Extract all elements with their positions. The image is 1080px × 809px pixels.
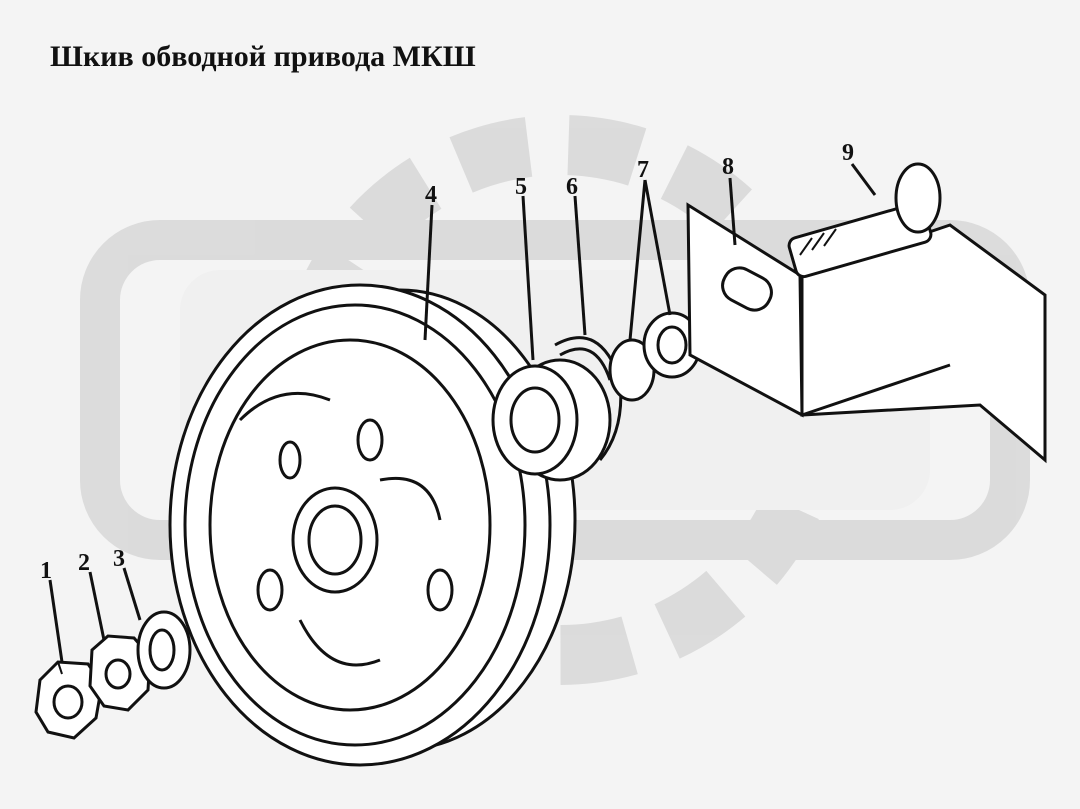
callout-9: 9 [842, 140, 854, 166]
part-2-nut [88, 634, 152, 712]
part-7-bushings [608, 311, 702, 402]
part-5-bearing [491, 358, 612, 482]
part-1-nut [34, 660, 104, 740]
callout-4: 4 [425, 182, 437, 208]
callout-2: 2 [78, 550, 90, 576]
part-4-pulley [168, 283, 577, 767]
callout-1: 1 [40, 558, 52, 584]
page-title: Шкив обводной привода МКШ [50, 40, 476, 73]
part-3-washer [136, 610, 192, 690]
callout-7: 7 [637, 157, 649, 183]
callout-5: 5 [515, 174, 527, 200]
leader-lines [48, 163, 877, 663]
callout-8: 8 [722, 154, 734, 180]
callout-3: 3 [113, 546, 125, 572]
callout-6: 6 [566, 174, 578, 200]
part-8-bracket [686, 202, 1047, 464]
part-9-bolt [787, 162, 942, 279]
